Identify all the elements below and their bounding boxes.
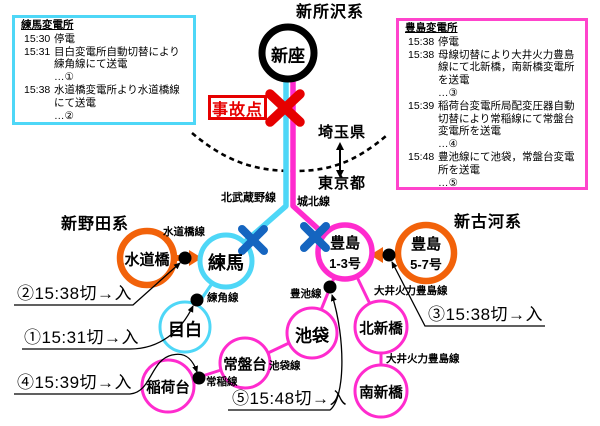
node-circle-toshima57 bbox=[394, 221, 458, 285]
leader-annotation-2 bbox=[14, 262, 181, 306]
node-circle-minamishinbashi bbox=[353, 363, 409, 419]
region-label-saitama: 埼玉県 bbox=[318, 124, 367, 141]
annotation-1-switch: ①15:31切→入 bbox=[24, 328, 140, 347]
node-label-inaridai: 稲荷台 bbox=[146, 380, 190, 397]
toshima-log-title: 豊島変電所 bbox=[405, 22, 458, 34]
node-label-toshima57: 豊島 5-7号 bbox=[410, 236, 442, 272]
log-row: 15:31 目白変電所自動切替により 練角線にて送電 …① bbox=[24, 45, 180, 84]
region-label-tokyo: 東京都 bbox=[318, 175, 367, 192]
open-point-x-johoku bbox=[300, 222, 330, 252]
line-label-johoku: 城北線 bbox=[297, 196, 330, 208]
open-point-x-kitamusashino bbox=[238, 225, 268, 255]
system-label-shintokorozawa: 新所沢系 bbox=[296, 4, 365, 21]
line-label-oi-thermal-upper: 大井火力豊島線 bbox=[374, 285, 448, 297]
node-label-kitashinbashi: 北新橋 bbox=[359, 321, 403, 338]
leader-annotation-4 bbox=[14, 353, 198, 395]
node-circle-tokiwadai bbox=[218, 336, 272, 390]
node-circle-nerima bbox=[197, 232, 255, 290]
node-label-suidobashi: 水道橋 bbox=[124, 251, 170, 269]
line-label-suidobashisen: 水道橋線 bbox=[163, 226, 205, 238]
log-row: 15:38 停電 bbox=[408, 35, 459, 48]
line-label-hochisen: 豊池線 bbox=[290, 288, 322, 300]
line-label-oi-thermal-lower: 大井火力豊島線 bbox=[386, 353, 460, 365]
node-circle-niiza bbox=[258, 23, 318, 83]
switch-dot-oi-thermal bbox=[382, 248, 396, 262]
switch-dot-renkakusen bbox=[190, 293, 204, 307]
toshima57-feed-arrow-head bbox=[370, 247, 383, 263]
fault-x-icon bbox=[265, 89, 305, 127]
node-circle-ikebukuro bbox=[285, 306, 339, 360]
switch-dot-jotosen bbox=[192, 371, 206, 385]
annotation-2-switch: ②15:38切→入 bbox=[17, 284, 133, 303]
system-label-shinfurukawa: 新古河系 bbox=[454, 214, 523, 231]
node-circle-inaridai bbox=[140, 358, 196, 414]
switch-dot-hochisen bbox=[323, 280, 337, 294]
line-label-ikebukurosen: 池袋線 bbox=[269, 360, 301, 372]
node-label-ikebukuro: 池袋 bbox=[295, 326, 329, 346]
johoku-line bbox=[290, 79, 328, 239]
line-label-renkakusen: 練角線 bbox=[207, 292, 239, 304]
ikebukuro-line bbox=[267, 341, 290, 355]
node-label-niiza: 新座 bbox=[271, 46, 305, 66]
oi-thermal-toshima-line-upper bbox=[355, 276, 372, 305]
system-label-shinnoda: 新野田系 bbox=[61, 216, 130, 233]
log-row: 15:39 稲荷台変電所局配変圧器自動 切替により常稲線にて常盤台 変電所を送電… bbox=[408, 99, 575, 151]
node-label-nerima: 練馬 bbox=[208, 253, 244, 273]
double-arrow-up-head bbox=[336, 142, 344, 150]
annotation-4-switch: ④15:39切→入 bbox=[17, 373, 133, 392]
toshima-substation-log-box: 豊島変電所 15:38 停電 15:38 母線切替により大井火力豊島 線にて北新… bbox=[396, 18, 588, 190]
log-row: 15:38 母線切替により大井火力豊島 線にて北新橋，南新橋変電所 を送電 …③ bbox=[408, 48, 575, 99]
suidobashi-feed-arrow-head bbox=[189, 250, 202, 266]
node-circle-mejiro bbox=[158, 300, 212, 354]
line-label-jotosen: 常稲線 bbox=[206, 376, 238, 388]
node-circle-suidobashi bbox=[116, 227, 178, 289]
node-label-tokiwadai: 常盤台 bbox=[223, 357, 267, 374]
log-row: 15:38 水道橋変電所より水道橋線 にて送電 …② bbox=[24, 83, 180, 122]
node-circle-kitashinbashi bbox=[353, 299, 409, 355]
double-arrow-down-head bbox=[336, 170, 344, 178]
node-label-minamishinbashi: 南新橋 bbox=[359, 385, 403, 402]
annotation-5-switch: ⑤15:48切→入 bbox=[232, 389, 348, 408]
node-label-toshima13: 豊島 1-3号 bbox=[329, 235, 361, 271]
log-row: 15:30 停電 bbox=[24, 32, 75, 45]
leader-annotation-1 bbox=[22, 305, 194, 350]
switch-dot-suidobashisen bbox=[178, 251, 192, 265]
annotation-3-switch: ③15:38切→入 bbox=[428, 305, 544, 324]
node-circle-toshima13 bbox=[315, 222, 375, 282]
leader-annotation-5 bbox=[228, 294, 343, 411]
leader-annotation-3 bbox=[391, 261, 545, 327]
log-row: 15:48 豊池線にて池袋，常盤台変電 所を送電 …⑤ bbox=[408, 150, 575, 189]
line-label-kitamusashino: 北武蔵野線 bbox=[221, 192, 276, 204]
node-label-mejiro: 目白 bbox=[168, 320, 202, 340]
nerima-log-title: 練馬変電所 bbox=[21, 19, 74, 31]
nerima-substation-log-box: 練馬変電所 15:30 停電 15:31 目白変電所自動切替により 練角線にて送… bbox=[12, 15, 196, 125]
fault-point-callout: 事故点 bbox=[208, 95, 267, 120]
